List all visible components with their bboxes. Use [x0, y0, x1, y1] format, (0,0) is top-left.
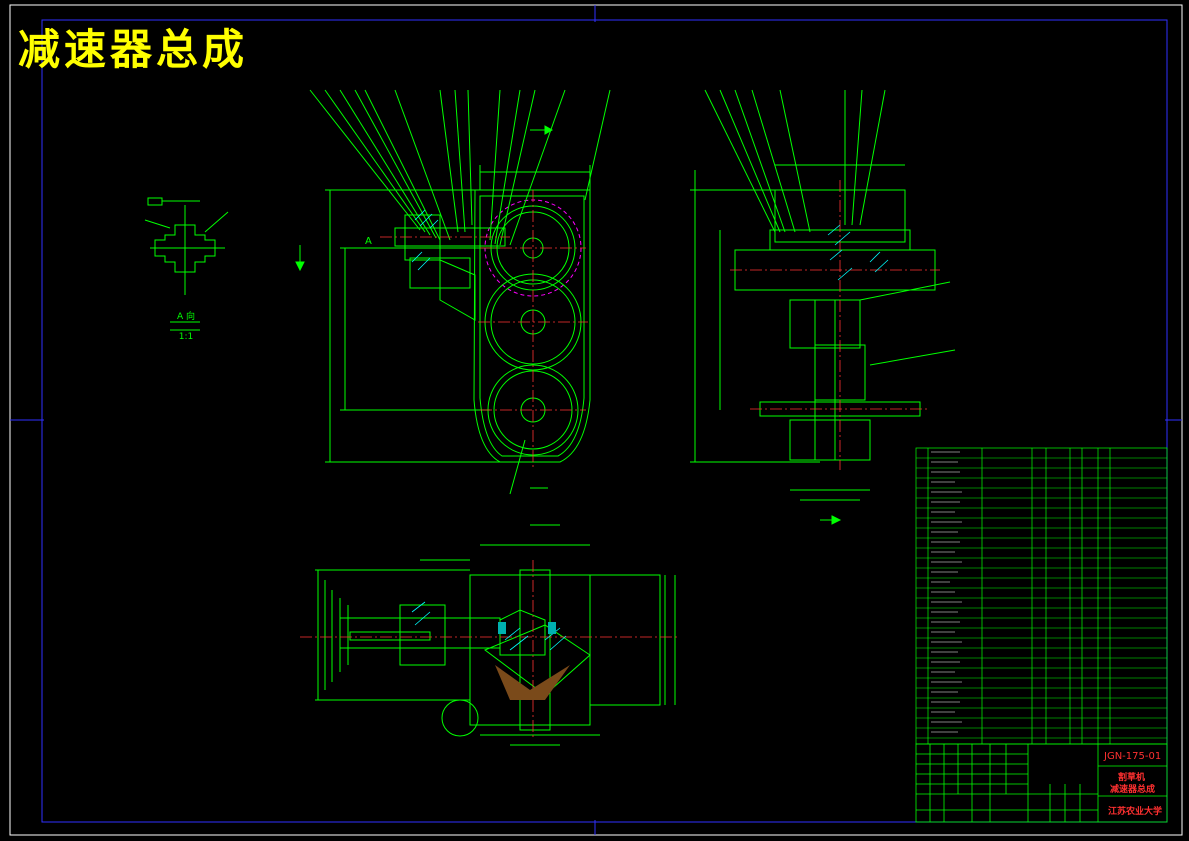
product-name: 割草机: [1118, 773, 1146, 783]
parts-list-table: [915, 447, 1168, 745]
parts-list-rows: [916, 457, 1167, 739]
bottom-view-gear-fill: [495, 622, 570, 700]
parts-list-scribbles: [931, 451, 962, 733]
view-arrow-label: A: [365, 236, 372, 247]
drawing-code: JGN-175-01: [1104, 751, 1162, 762]
side-view: [690, 89, 956, 525]
spline-section-view: [144, 197, 229, 331]
bottom-view: [315, 524, 676, 746]
page-title: 减速器总成: [18, 25, 249, 74]
front-view-centerlines: [380, 190, 588, 470]
title-block: [915, 743, 1168, 823]
section-scale: 1:1: [179, 332, 193, 342]
front-view-hatch: [411, 209, 439, 271]
organization-name: 江苏农业大学: [1108, 807, 1163, 817]
side-view-centerlines: [730, 180, 940, 470]
bottom-view-centerlines: [300, 560, 680, 740]
side-view-hatch: [827, 224, 889, 281]
sheet-frame: [9, 4, 1183, 836]
drawing-name: 减速器总成: [1110, 785, 1156, 795]
front-view: [295, 89, 611, 495]
section-label: A 向: [177, 310, 195, 322]
